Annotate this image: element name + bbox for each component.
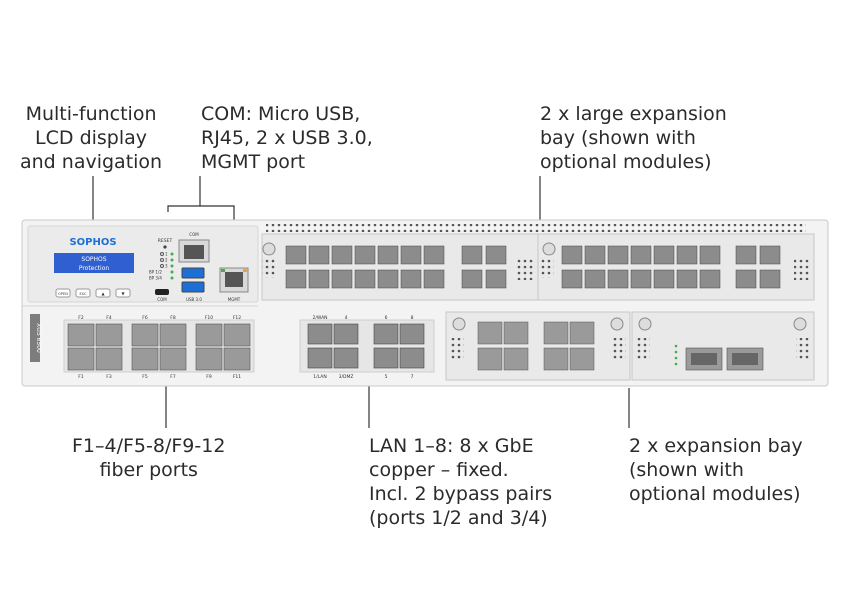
lcd-line-2: Protection [79, 265, 110, 272]
fiber-label-f7: F7 [170, 374, 176, 380]
reset-button[interactable] [163, 245, 167, 249]
led-label-bp34: BP 3/4 [149, 276, 162, 281]
lan-label-2wan: 2/WAN [312, 315, 327, 321]
open-button[interactable] [55, 288, 71, 298]
lcd-line-1: SOPHOS [81, 256, 106, 263]
fiber-label-f10: F10 [205, 315, 213, 321]
fiber-label-f9: F9 [206, 374, 212, 380]
esc-button[interactable] [75, 288, 91, 298]
usb-port-2[interactable] [181, 281, 205, 293]
fiber-label-f4: F4 [106, 315, 112, 321]
expansion-bay-1 [445, 311, 631, 381]
micro-usb-port[interactable] [155, 289, 169, 295]
callout-lan: LAN 1–8: 8 x GbE copper – fixed. Incl. 2… [369, 435, 553, 529]
lan-label-6: 6 [385, 315, 388, 321]
fiber-label-f5: F5 [142, 374, 148, 380]
nav-buttons: OPEN ESC ▲ ▼ [55, 288, 131, 298]
fiber-label-f11: F11 [233, 374, 241, 380]
callout-lcd: Multi-function LCD display and navigatio… [20, 103, 163, 173]
lan-copper-ports: 2/WAN 4 6 8 1/LAN 3/DMZ 5 7 [299, 315, 435, 380]
usb-label: USB 3.0 [186, 297, 202, 302]
up-button-label: ▲ [101, 291, 105, 296]
lan-label-5: 5 [385, 374, 388, 380]
callout-expansion-bay: 2 x expansion bay (shown with optional m… [629, 435, 803, 505]
lan-label-4: 4 [345, 315, 348, 321]
fiber-label-f6: F6 [142, 315, 148, 321]
com-rj45-label: COM [189, 232, 199, 237]
open-button-label: OPEN [58, 292, 68, 296]
fiber-ports: F2 F4 F6 F8 F10 F12 F1 F3 F5 F7 F9 F11 [63, 315, 255, 380]
led-label-2: 2 [165, 258, 168, 263]
callout-large-bay: 2 x large expansion bay (shown with opti… [540, 103, 727, 173]
fiber-label-f1: F1 [78, 374, 84, 380]
callout-com: COM: Micro USB, RJ45, 2 x USB 3.0, MGMT … [201, 103, 373, 173]
up-button[interactable] [95, 288, 111, 298]
reset-label: RESET [158, 238, 173, 244]
com-port-label: COM [157, 297, 167, 302]
lan-label-1lan: 1/LAN [313, 374, 326, 380]
led-label-1: 1 [165, 252, 168, 257]
fiber-label-f8: F8 [170, 315, 176, 321]
led-column: 1 2 3 BP 1/2 BP 3/4 [149, 252, 174, 281]
down-button-label: ▼ [121, 291, 125, 296]
fiber-label-f2: F2 [78, 315, 84, 321]
esc-button-label: ESC [80, 292, 87, 296]
mgmt-label: MGMT [228, 297, 241, 302]
model-label: XGS 6500 [35, 323, 42, 353]
large-expansion-bay-2 [537, 233, 815, 301]
lcd-display [54, 253, 134, 273]
fiber-label-f3: F3 [106, 374, 112, 380]
led-label-bp12: BP 1/2 [149, 270, 162, 275]
down-button[interactable] [115, 288, 131, 298]
large-expansion-bay-1 [261, 224, 806, 301]
brand-logo: SOPHOS [69, 237, 116, 248]
lan-label-3dmz: 3/DMZ [339, 374, 354, 380]
usb-port-1[interactable] [181, 267, 205, 279]
model-badge [30, 314, 40, 362]
lan-label-8: 8 [411, 315, 414, 321]
callout-fiber: F1–4/F5-8/F9-12 fiber ports [72, 435, 226, 481]
fiber-label-f12: F12 [233, 315, 241, 321]
expansion-bay-2 [631, 311, 815, 381]
led-label-3: 3 [165, 264, 168, 269]
lan-label-7: 7 [411, 374, 414, 380]
